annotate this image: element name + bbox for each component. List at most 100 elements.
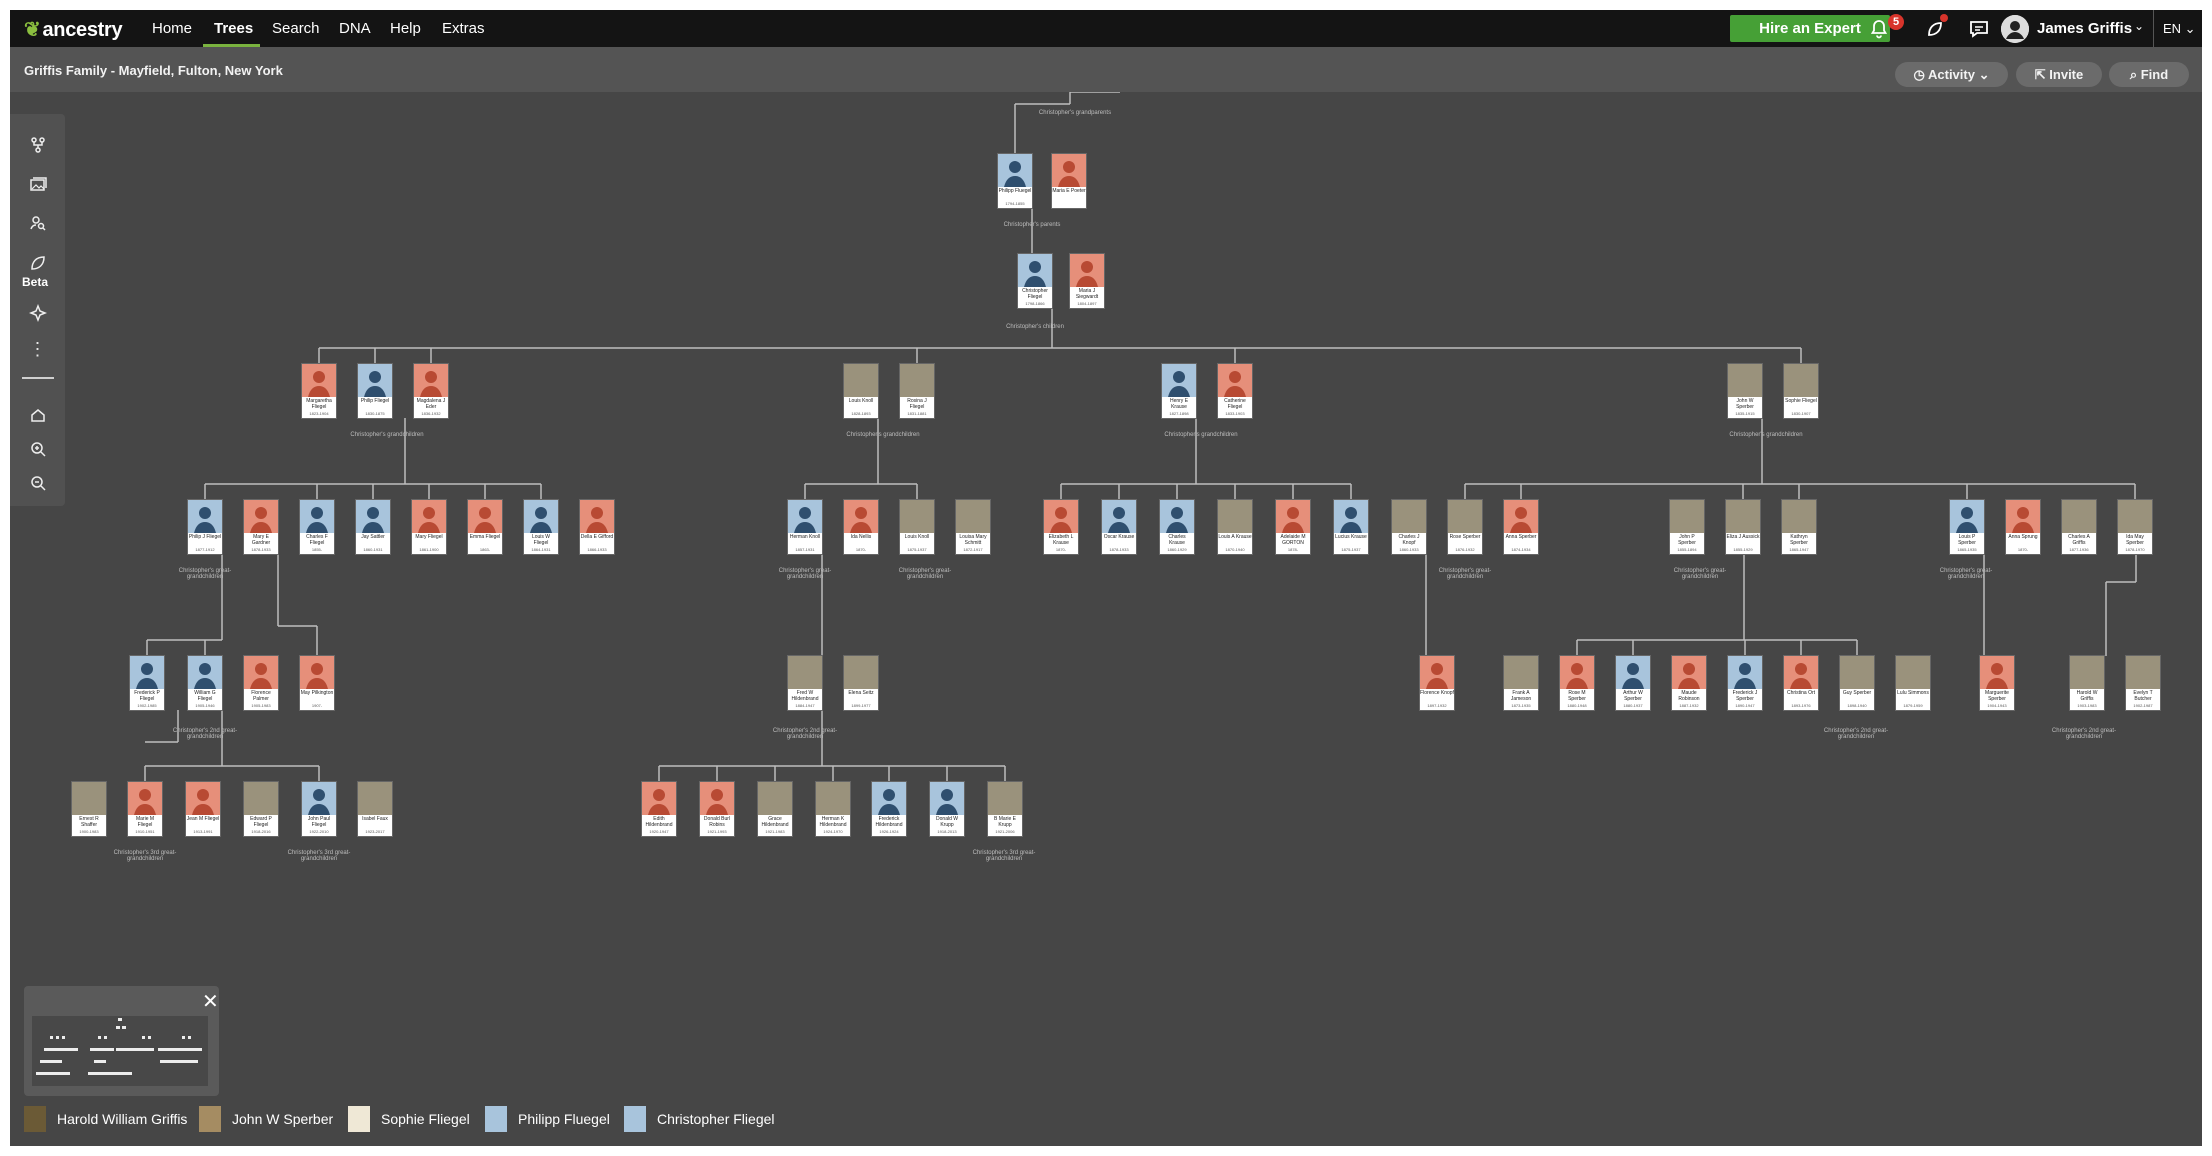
language-selector[interactable]: EN ⌄ [2163,21,2196,36]
nav-extras[interactable]: Extras [442,20,485,37]
zoom-out-icon[interactable] [25,474,50,494]
home-icon[interactable] [25,406,50,426]
gallery-icon[interactable] [25,176,50,196]
minimap-preview[interactable] [32,1016,208,1086]
nav-trees[interactable]: Trees [214,20,254,37]
ancestry-logo[interactable]: ❦ancestry [24,17,123,42]
nav-search[interactable]: Search [272,20,320,37]
tree-title[interactable]: Griffis Family - Mayfield, Fulton, New Y… [24,63,283,78]
nav-home[interactable]: Home [152,20,193,37]
messages-icon[interactable] [1968,18,1990,40]
people-search-icon[interactable] [25,214,50,234]
close-icon[interactable]: ✕ [202,991,219,1013]
person-card[interactable]: Maria E Poeter [1052,154,1086,208]
hire-expert-button[interactable]: Hire an Expert [1730,15,1890,42]
more-options-icon[interactable]: ⋮ [28,339,47,359]
user-avatar[interactable] [2001,15,2029,43]
invite-button[interactable]: ⇱ Invite [2016,62,2102,87]
bell-icon[interactable] [1868,18,1890,40]
tree-minimap[interactable]: ✕ [24,986,219,1096]
nav-help[interactable]: Help [390,20,421,37]
zoom-in-icon[interactable] [25,440,50,460]
user-name[interactable]: James Griffis [2037,20,2133,37]
hints-leaf-icon[interactable] [25,254,50,274]
activity-button[interactable]: ◷ Activity ⌄ [1895,62,2008,87]
chevron-down-icon[interactable]: ⌄ [2134,19,2145,33]
sparkle-icon[interactable] [25,303,50,324]
hint-leaf-icon[interactable] [1924,18,1946,40]
nav-dna[interactable]: DNA [339,20,371,37]
